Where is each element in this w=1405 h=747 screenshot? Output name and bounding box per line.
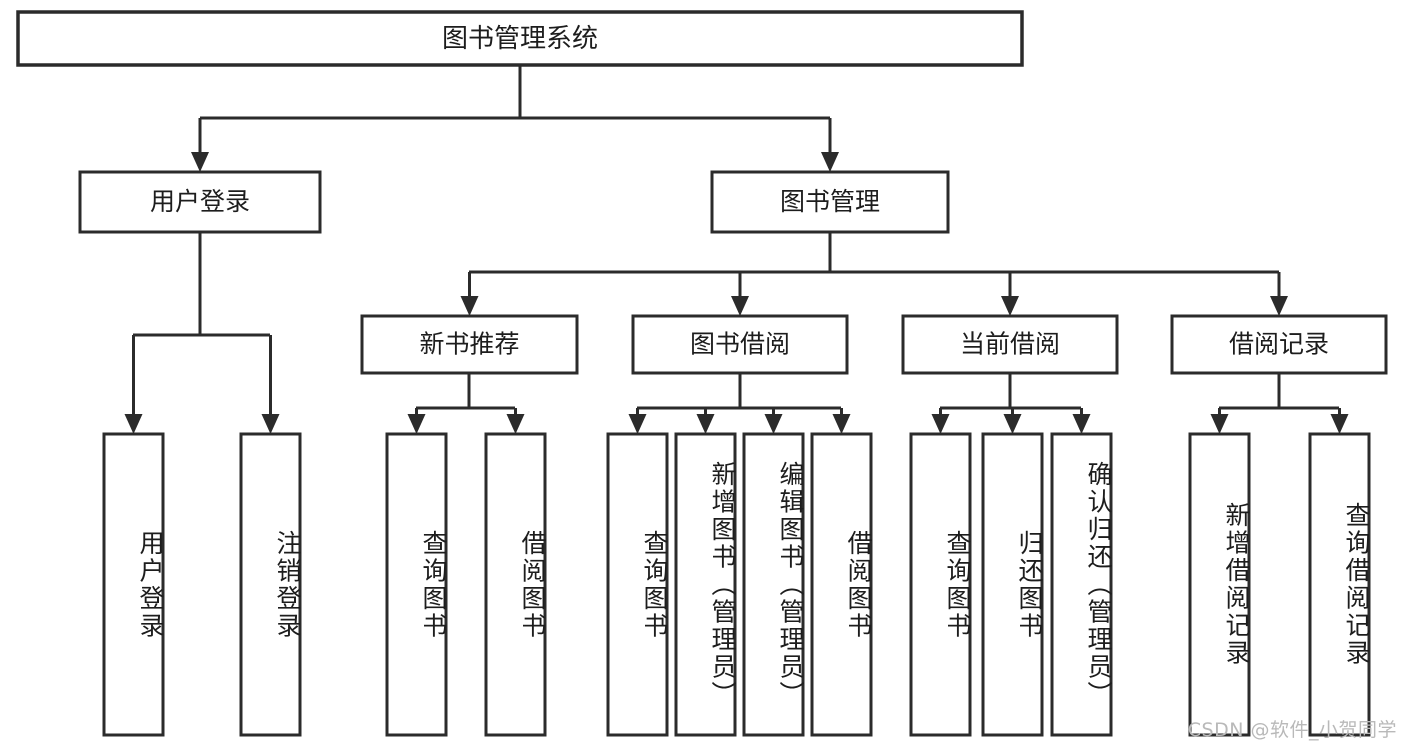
arrow-leaf-borrow-book-1-icon (506, 414, 525, 434)
node-leaf-query-borrow-record-box[interactable] (1308, 432, 1371, 737)
node-leaf-user-login-box[interactable] (102, 432, 165, 737)
node-leaf-query-book-3-box[interactable] (909, 432, 972, 737)
arrow-leaf-query-book-1-icon (407, 414, 426, 434)
node-root-box[interactable] (16, 10, 1024, 67)
node-leaf-return-book-box[interactable] (981, 432, 1044, 737)
node-leaf-add-borrow-record-box[interactable] (1188, 432, 1251, 737)
arrow-leaf-user-login-icon (124, 414, 143, 434)
arrow-leaf-query-book-2-icon (628, 414, 647, 434)
arrow-leaf-query-book-3-icon (931, 414, 950, 434)
node-new-book-recommend-label: 新书推荐 (419, 330, 519, 359)
node-leaf-query-book-2-box[interactable] (606, 432, 669, 737)
connectors-layer (124, 65, 1349, 434)
arrow-leaf-edit-book-admin-icon (764, 414, 783, 434)
node-leaf-user-logout-box[interactable] (239, 432, 302, 737)
arrow-leaf-add-book-admin-icon (696, 414, 715, 434)
node-leaf-query-book-1-box[interactable] (385, 432, 448, 737)
node-borrow-record-label: 借阅记录 (1229, 330, 1329, 359)
node-leaf-confirm-return-admin-box[interactable] (1050, 432, 1113, 737)
node-leaf-borrow-book-1-box[interactable] (484, 432, 547, 737)
csdn-watermark: CSDN @软件_小贺同学 (1187, 719, 1397, 741)
arrow-book-manage-icon (821, 152, 839, 172)
node-leaf-borrow-book-2-box[interactable] (810, 432, 873, 737)
boxes-layer (16, 10, 1388, 737)
node-leaf-edit-book-admin-box[interactable] (742, 432, 805, 737)
arrow-leaf-add-borrow-record-icon (1210, 414, 1229, 434)
arrow-user-login-icon (191, 152, 209, 172)
node-user-login-box[interactable] (78, 170, 322, 234)
arrow-book-borrow-icon (731, 296, 749, 316)
arrow-leaf-user-logout-icon (261, 414, 280, 434)
arrow-leaf-query-borrow-record-icon (1330, 414, 1349, 434)
arrow-borrow-record-icon (1270, 296, 1288, 316)
node-current-borrow-label: 当前借阅 (960, 330, 1060, 359)
node-book-manage-label: 图书管理 (780, 187, 880, 216)
node-root-label: 图书管理系统 (442, 24, 598, 54)
arrow-new-book-recommend-icon (460, 296, 479, 316)
arrow-leaf-return-book-icon (1003, 414, 1022, 434)
node-current-borrow-box[interactable] (901, 314, 1119, 375)
node-book-manage-box[interactable] (710, 170, 950, 234)
node-user-login-label: 用户登录 (150, 187, 250, 216)
arrow-leaf-confirm-return-admin-icon (1072, 414, 1091, 434)
node-book-borrow-box[interactable] (631, 314, 849, 375)
arrow-current-borrow-icon (1001, 296, 1019, 316)
node-new-book-recommend-box[interactable] (360, 314, 579, 375)
arrow-leaf-borrow-book-2-icon (832, 414, 851, 434)
node-book-borrow-label: 图书借阅 (690, 330, 790, 359)
node-leaf-add-book-admin-box[interactable] (674, 432, 737, 737)
node-borrow-record-box[interactable] (1170, 314, 1388, 375)
